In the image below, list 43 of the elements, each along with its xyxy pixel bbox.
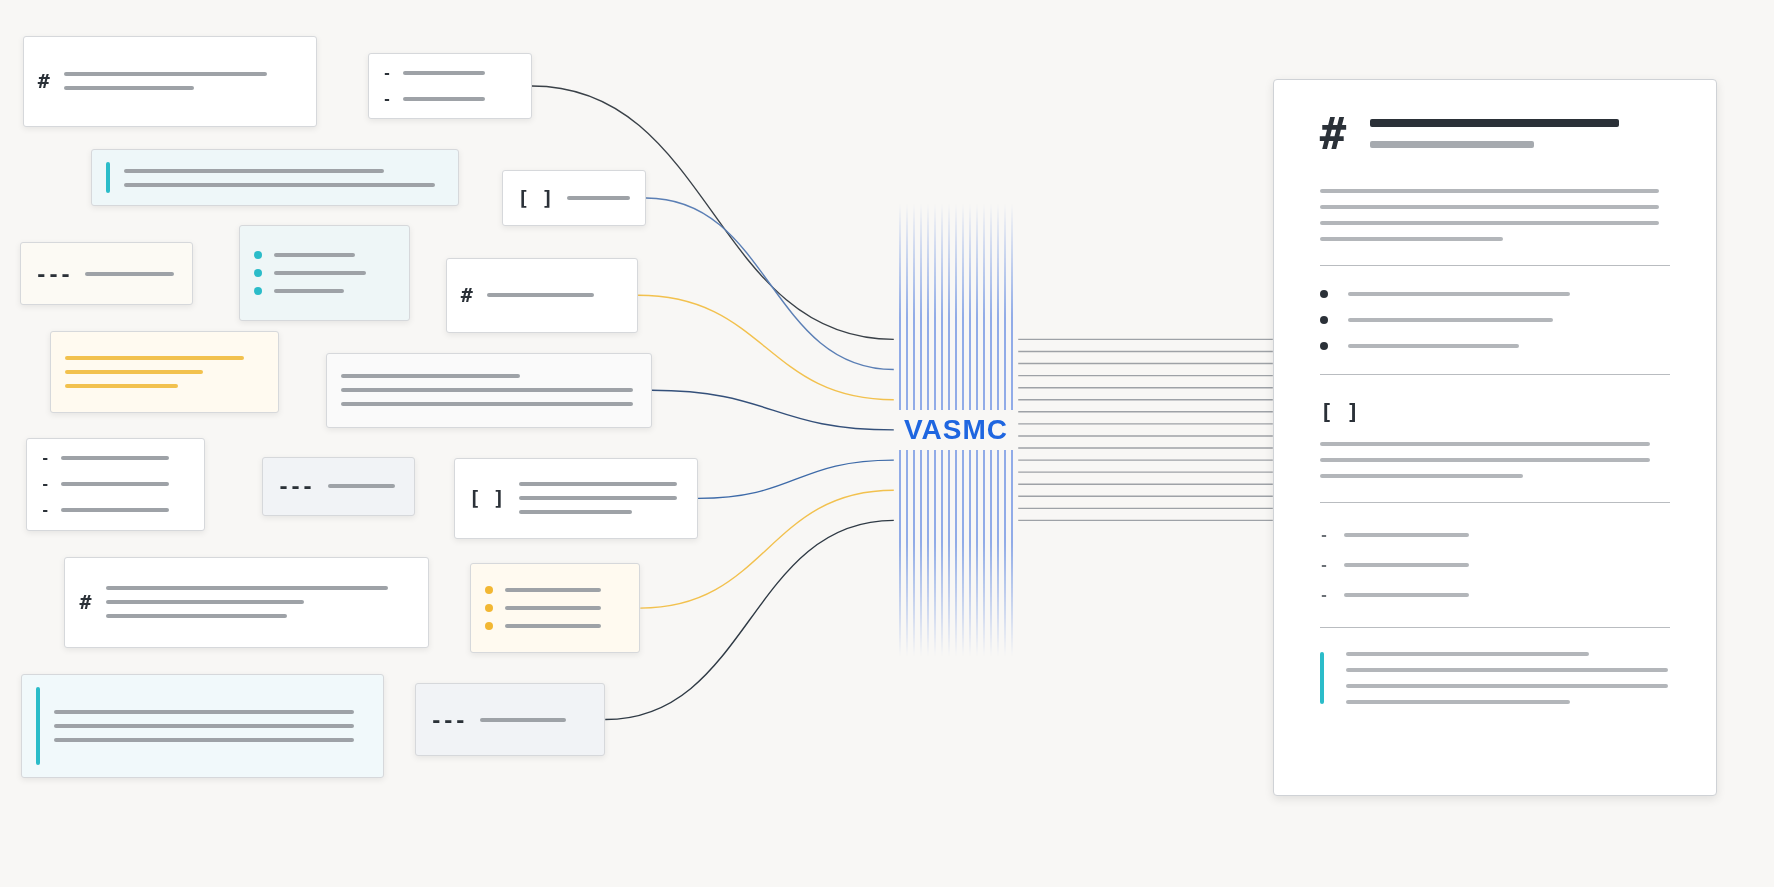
note-card: [367, 53, 532, 119]
markup-symbol: -: [41, 502, 50, 519]
note-card: [90, 149, 460, 206]
note-card: [21, 674, 384, 779]
note-card: [415, 683, 606, 756]
flow-lines: [1017, 338, 1274, 522]
flow-line: [639, 489, 895, 609]
markup-symbol: [ ]: [468, 486, 505, 511]
note-card: [22, 36, 317, 127]
flow-line: [637, 294, 895, 401]
markup-symbol: [ ]: [1319, 399, 1360, 425]
markup-symbol: #: [460, 283, 473, 308]
markup-symbol: -: [382, 64, 392, 81]
flow-line: [650, 389, 895, 431]
note-card: [262, 457, 416, 516]
flow-line: [645, 197, 895, 371]
note-card: [26, 437, 205, 531]
markup-symbol: #: [1319, 108, 1347, 160]
markup-symbol: ---: [430, 707, 467, 732]
note-card: [238, 225, 410, 322]
markup-symbol: -: [41, 476, 50, 493]
markup-symbol: -: [41, 450, 50, 467]
note-card: [20, 242, 194, 306]
note-card: [502, 169, 646, 227]
flow-line: [604, 519, 895, 721]
note-card: [64, 556, 429, 649]
note-card: [49, 331, 280, 413]
note-card: [325, 353, 652, 428]
markup-symbol: -: [1319, 527, 1329, 544]
markup-symbol: -: [1319, 587, 1329, 604]
note-card: [469, 563, 641, 653]
markup-symbol: -: [382, 90, 392, 107]
markup-symbol: ---: [35, 261, 72, 286]
markup-symbol: -: [1319, 557, 1329, 574]
markup-symbol: [ ]: [517, 186, 554, 210]
flow-line: [531, 85, 895, 341]
markup-symbol: ---: [277, 474, 314, 499]
flow-line: [697, 459, 895, 500]
markup-symbol: #: [37, 69, 50, 94]
note-card: [445, 257, 639, 333]
markup-symbol: #: [79, 590, 92, 615]
note-card: [453, 458, 699, 539]
document-page: [1272, 79, 1718, 797]
